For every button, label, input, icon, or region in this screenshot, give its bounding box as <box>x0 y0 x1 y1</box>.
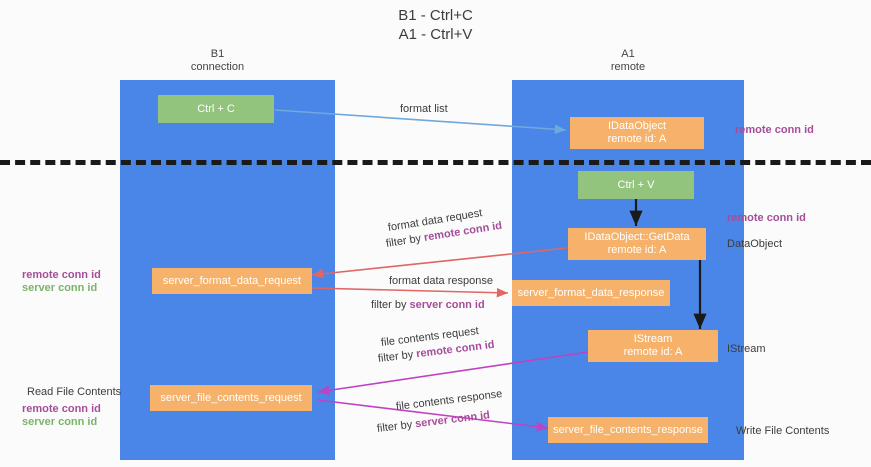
fmt-resp-filter-prefix: filter by <box>371 299 410 311</box>
node-server-file-contents-response[interactable]: server_file_contents_response <box>548 417 708 443</box>
node-idataobject-line2: remote id: A <box>607 133 667 145</box>
node-ctrl-v[interactable]: Ctrl + V <box>578 171 694 199</box>
file-resp-filter-prefix: filter by <box>376 418 416 435</box>
phase-divider <box>0 160 871 165</box>
lane-header-b1-line1: B1 <box>210 48 225 60</box>
side-label-left-remote-conn-id: remote conn id <box>22 269 101 281</box>
side-label-left-server-conn-id: server conn id <box>22 282 98 294</box>
side-label-write-file-contents: Write File Contents <box>736 425 830 437</box>
side-label-dataobject: DataObject <box>727 238 783 250</box>
side-label-left-remote-conn-id-2: remote conn id <box>22 403 101 415</box>
edge-format-data-response <box>311 287 509 298</box>
lane-header-b1-line2: connection <box>190 61 245 73</box>
node-idataobject[interactable]: IDataObject remote id: A <box>570 117 704 149</box>
page-title-line1: B1 - Ctrl+C <box>398 7 473 24</box>
node-server-format-data-response[interactable]: server_format_data_response <box>512 280 670 306</box>
node-ctrl-v-label: Ctrl + V <box>617 178 655 191</box>
node-server-file-contents-request-label: server_file_contents_request <box>160 391 302 404</box>
node-server-format-data-request-label: server_format_data_request <box>162 274 302 287</box>
node-getdata-line2: remote id: A <box>607 244 667 256</box>
node-istream-line2: remote id: A <box>623 346 683 358</box>
edge-label-format-data-response-line2: filter by server conn id <box>371 298 485 312</box>
fmt-req-filter-prefix: filter by <box>385 232 425 250</box>
node-idataobject-line1: IDataObject <box>607 120 667 132</box>
file-req-filter-prefix: filter by <box>377 348 417 365</box>
edge-label-format-data-response-line1: format data response <box>389 275 493 287</box>
side-label-istream: IStream <box>727 343 766 355</box>
node-getdata-line1: IDataObject::GetData <box>584 231 690 243</box>
lane-header-a1-line1: A1 <box>621 48 635 60</box>
node-server-file-contents-request[interactable]: server_file_contents_request <box>150 385 312 411</box>
edge-label-format-list: format list <box>400 103 448 115</box>
side-label-remote-conn-id-top: remote conn id <box>735 124 814 136</box>
lane-header-b1: B1 connection <box>125 48 310 74</box>
node-istream-line1: IStream <box>633 333 673 345</box>
node-istream[interactable]: IStream remote id: A <box>588 330 718 362</box>
lane-header-a1: A1 remote <box>512 48 744 74</box>
file-resp-filter-key: server conn id <box>414 409 491 431</box>
node-getdata[interactable]: IDataObject::GetData remote id: A <box>568 228 706 260</box>
side-label-read-file-contents: Read File Contents <box>27 386 122 398</box>
node-ctrl-c[interactable]: Ctrl + C <box>158 95 274 123</box>
page-title-line2: A1 - Ctrl+V <box>398 26 473 43</box>
node-server-format-data-request[interactable]: server_format_data_request <box>152 268 312 294</box>
node-server-format-data-response-label: server_format_data_response <box>517 286 665 299</box>
node-ctrl-c-label: Ctrl + C <box>197 102 235 115</box>
lane-header-a1-line2: remote <box>610 61 646 73</box>
side-label-left-server-conn-id-2: server conn id <box>22 416 98 428</box>
fmt-resp-filter-key: server conn id <box>409 299 485 311</box>
node-server-file-contents-response-label: server_file_contents_response <box>553 423 703 436</box>
side-label-remote-conn-id-mid: remote conn id <box>727 212 806 224</box>
edge-label-file-contents-response-line2: filter by server conn id <box>376 408 491 436</box>
